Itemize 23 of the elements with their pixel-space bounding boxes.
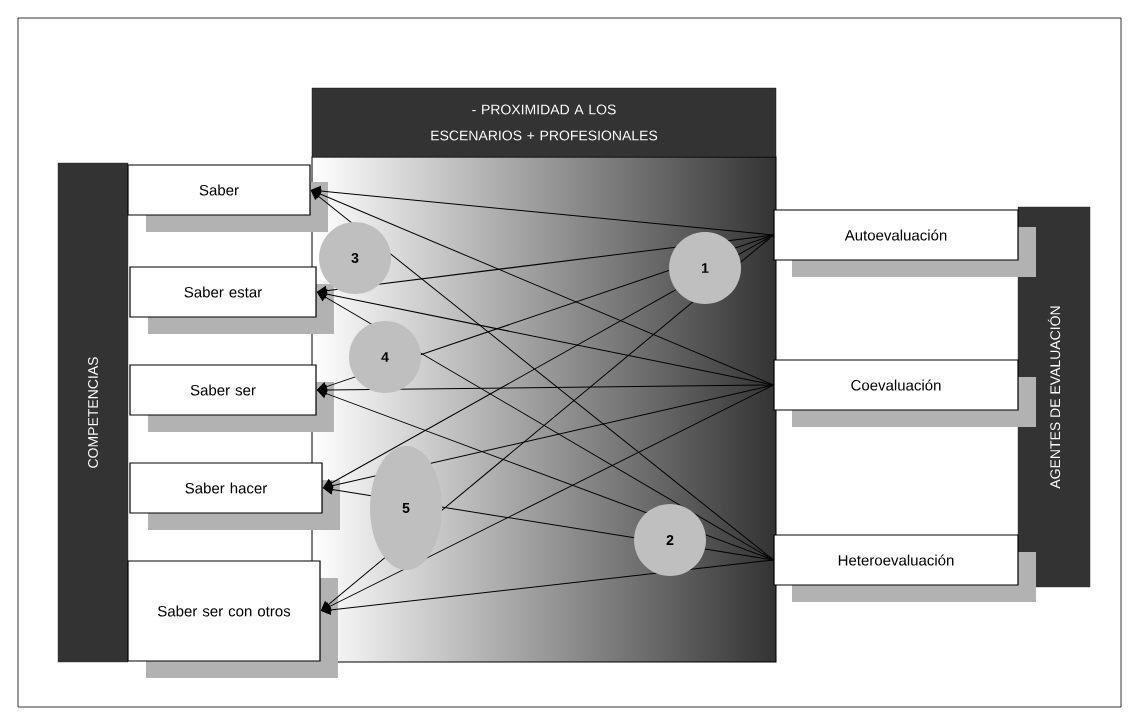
competency-box: Saber hacer xyxy=(129,462,323,514)
callout-number: 4 xyxy=(349,321,421,393)
competency-box: Saber xyxy=(127,164,311,216)
agent-box: Autoevaluación xyxy=(773,209,1019,261)
callout-number: 1 xyxy=(669,232,741,304)
header-band: - PROXIMIDAD A LOS ESCENARIOS + PROFESIONALES xyxy=(311,87,777,158)
arrow xyxy=(311,190,774,561)
arrow xyxy=(321,384,774,612)
arrow xyxy=(321,559,774,615)
agent-box: Coevaluación xyxy=(773,359,1019,411)
competency-box: Saber ser xyxy=(129,364,317,416)
agent-box: Heteroevaluación xyxy=(773,534,1019,586)
callout-number: 3 xyxy=(319,222,391,294)
vertical-band: COMPETENCIAS xyxy=(57,162,129,663)
vertical-band: AGENTES DE EVALUACIÓN xyxy=(1017,206,1091,588)
callout-number: 5 xyxy=(370,446,442,570)
competency-box: Saber estar xyxy=(129,266,317,318)
arrow xyxy=(311,189,774,386)
arrow xyxy=(317,292,774,561)
competency-box: Saber ser con otros xyxy=(127,560,321,662)
arrow xyxy=(311,186,774,236)
callout-number: 2 xyxy=(634,504,706,576)
arrow xyxy=(317,289,774,386)
